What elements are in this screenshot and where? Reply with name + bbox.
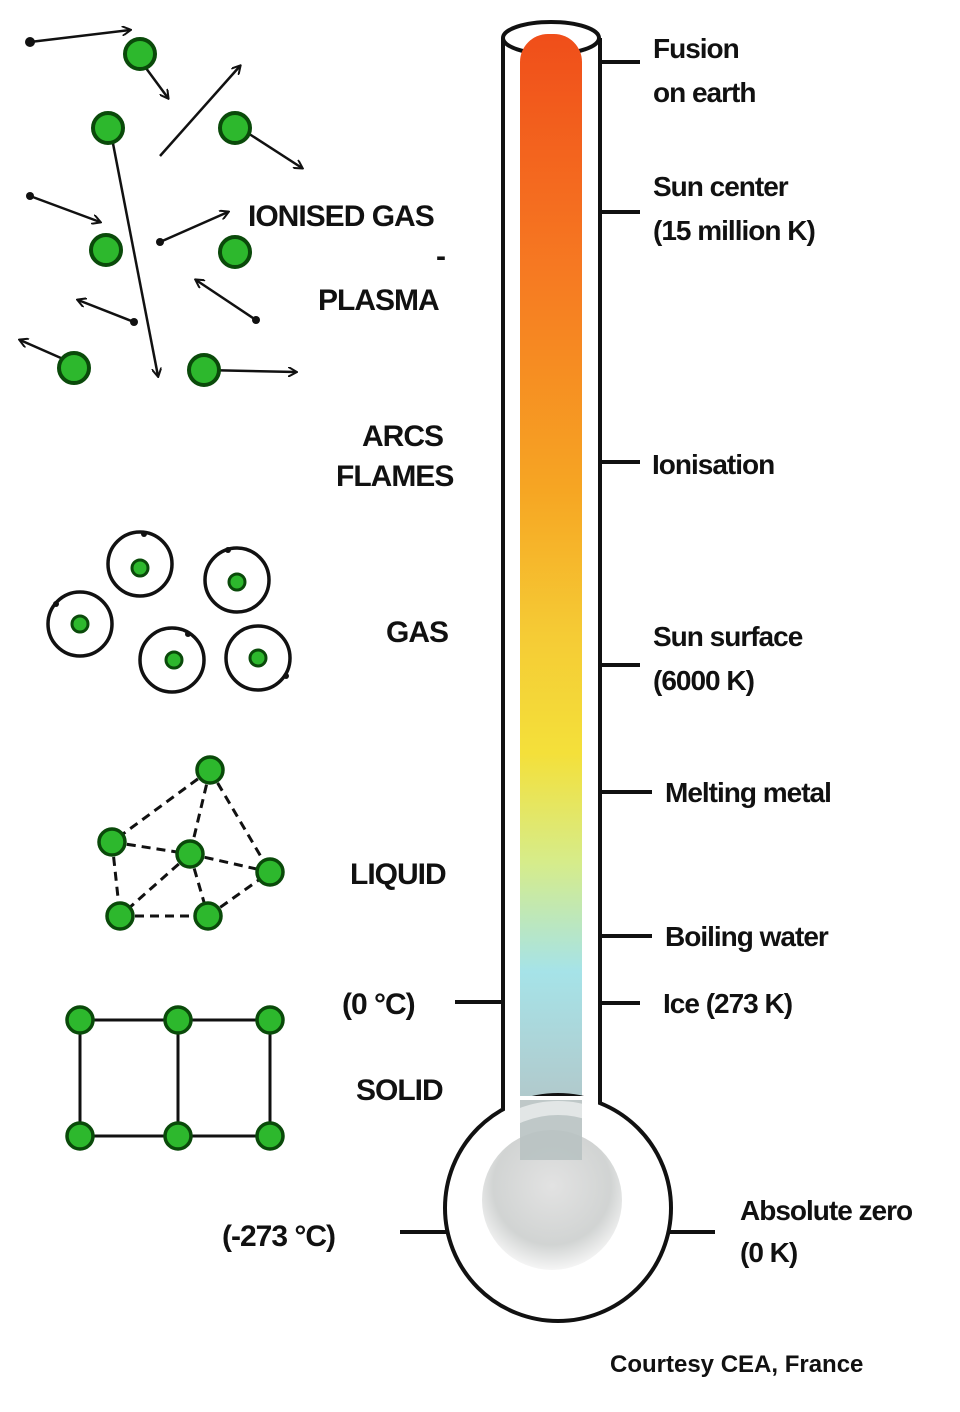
label-fusion-on-earth-1: Fusion [653,33,739,64]
plasma-ion [89,233,123,267]
thermometer-bulb-fill [482,1130,622,1270]
liquid-molecule [175,839,205,869]
liquid-molecule [195,755,225,785]
gas-atom [227,572,247,592]
label-gas: GAS [386,616,448,649]
solid-atom [65,1005,95,1035]
plasma-ion [91,111,125,145]
label-ice: Ice (273 K) [663,988,792,1019]
label-sun-surface-2: (6000 K) [653,665,754,696]
label-minus-273-celsius: (-273 °C) [222,1220,335,1253]
label-absolute-zero-k-1: Absolute zero [740,1195,913,1226]
label-sun-center-2: (15 million K) [653,215,815,246]
solid-atom [255,1121,285,1151]
plasma-ion [218,111,252,145]
liquid-molecule [97,827,127,857]
gas-illustration [46,530,292,694]
plasma-ion [123,37,157,71]
label-fusion-on-earth-2: on earth [653,77,755,108]
liquid-molecule [255,857,285,887]
courtesy-credit: Courtesy CEA, France [610,1351,863,1378]
plasma-ion [57,351,91,385]
label-plasma-dash: - [436,240,445,273]
label-ionisation: Ionisation [652,449,774,480]
label-boiling-water: Boiling water [665,921,829,952]
solid-illustration [65,1005,285,1151]
plasma-ion [218,235,252,269]
thermometer-mercury [520,34,582,1124]
liquid-illustration [97,755,285,931]
label-solid: SOLID [356,1074,443,1107]
label-plasma: PLASMA [318,284,439,317]
label-melting-metal: Melting metal [665,777,831,808]
label-sun-surface-1: Sun surface [653,621,803,652]
label-liquid: LIQUID [350,858,446,891]
solid-atom [163,1005,193,1035]
label-zero-celsius: (0 °C) [342,988,415,1021]
thermometer [443,20,673,1323]
label-absolute-zero-k-2: (0 K) [740,1237,797,1268]
label-arcs: ARCS [362,420,443,453]
right-scale [600,60,715,1234]
gas-atom [248,648,268,668]
solid-atom [65,1121,95,1151]
gas-atom [130,558,150,578]
label-ionised-gas: IONISED GAS [248,200,434,233]
left-scale [400,1000,503,1234]
thermometer-tube [501,38,602,1108]
liquid-molecule [193,901,223,931]
label-flames: FLAMES [336,460,453,493]
liquid-molecule [105,901,135,931]
label-sun-center-1: Sun center [653,171,789,202]
solid-atom [255,1005,285,1035]
gas-atom [164,650,184,670]
solid-atom [163,1121,193,1151]
gas-atom [70,614,90,634]
plasma-ion [187,353,221,387]
plasma-illustration [20,30,302,387]
